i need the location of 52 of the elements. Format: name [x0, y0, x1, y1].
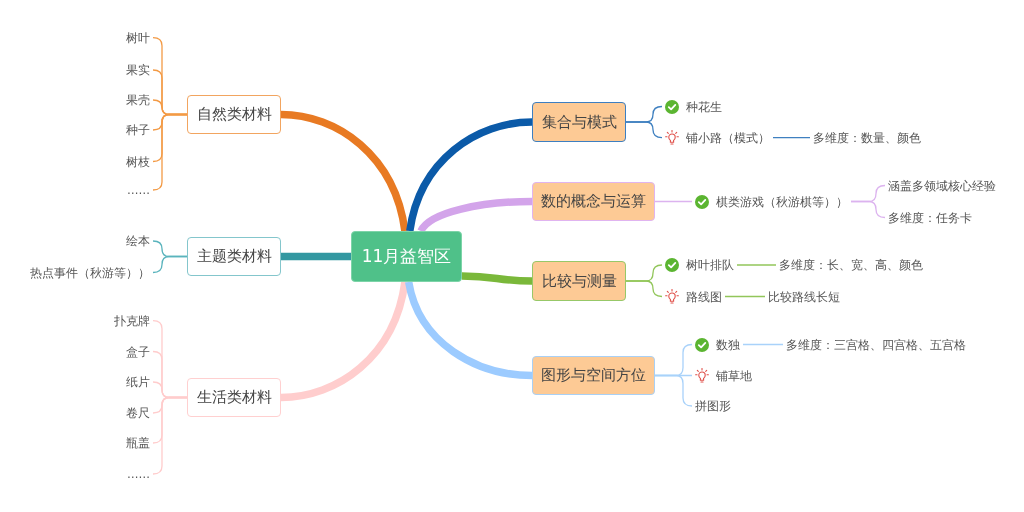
- subtopic-text: 多维度：三宫格、四宫格、五宫格: [783, 335, 969, 354]
- subtopic-text: 树枝: [123, 152, 153, 171]
- subtopic-text: 种子: [123, 121, 153, 139]
- subtopic-text: 种花生: [686, 98, 722, 116]
- connector-line: [850, 200, 886, 219]
- subtopic-text: 铺草地: [716, 367, 752, 385]
- branch-line: [406, 118, 533, 232]
- subtopic-text: 盒子: [123, 342, 153, 361]
- connector-line: [772, 137, 811, 139]
- branch-line: [461, 272, 533, 285]
- central-topic-box: 11月益智区: [351, 231, 462, 282]
- subtopic-text: 热点事件（秋游等））: [27, 263, 153, 282]
- branch-line: [405, 281, 533, 380]
- subtopic-text: 果实: [123, 61, 153, 79]
- topic-box: 自然类材料: [187, 95, 281, 134]
- subtopic-text: 绘本: [123, 232, 153, 250]
- connector-line: [736, 264, 777, 266]
- subtopic-text: 铺小路（模式）: [686, 129, 770, 147]
- connector-line: [152, 396, 188, 475]
- topic-box: 集合与模式: [532, 102, 626, 142]
- connector-line: [625, 121, 663, 139]
- subtopic-text: 路线图: [686, 288, 722, 306]
- topic-box: 比较与测量: [532, 261, 626, 301]
- subtopic-text: 树叶排队: [686, 257, 734, 274]
- topic-box: 数的概念与运算: [532, 182, 655, 221]
- connector-line: [152, 255, 188, 274]
- branch-line: [280, 110, 409, 232]
- subtopic-text: 数独: [716, 336, 740, 354]
- topic-box: 图形与空间方位: [532, 356, 655, 395]
- connector-line: [625, 280, 663, 298]
- subtopic-text: 果壳: [123, 91, 153, 109]
- subtopic-text: 比较路线长短: [765, 287, 843, 306]
- subtopic-text: 扑克牌: [111, 311, 153, 330]
- branch-line: [281, 252, 351, 261]
- topic-box: 主题类材料: [187, 237, 281, 276]
- connector-line: [654, 200, 693, 203]
- subtopic-text: ……: [124, 465, 153, 483]
- branch-line: [280, 281, 409, 402]
- connector-line: [724, 295, 766, 298]
- subtopic-text: 瓶盖: [123, 434, 153, 452]
- subtopic-text: 拼图形: [692, 397, 734, 415]
- subtopic-text: ……: [124, 181, 153, 199]
- connector-line: [742, 343, 784, 346]
- subtopic-text: 多维度：长、宽、高、颜色: [776, 256, 926, 274]
- subtopic-text: 多维度：数量、颜色: [810, 128, 924, 147]
- topic-box: 生活类材料: [187, 378, 281, 417]
- subtopic-text: 纸片: [123, 373, 153, 391]
- subtopic-text: 涵盖多领域核心经验: [885, 176, 999, 195]
- subtopic-text: 卷尺: [123, 404, 153, 422]
- subtopic-text: 多维度：任务卡: [885, 208, 975, 227]
- subtopic-text: 树叶: [123, 28, 153, 47]
- subtopic-text: 棋类游戏（秋游棋等））: [716, 193, 848, 211]
